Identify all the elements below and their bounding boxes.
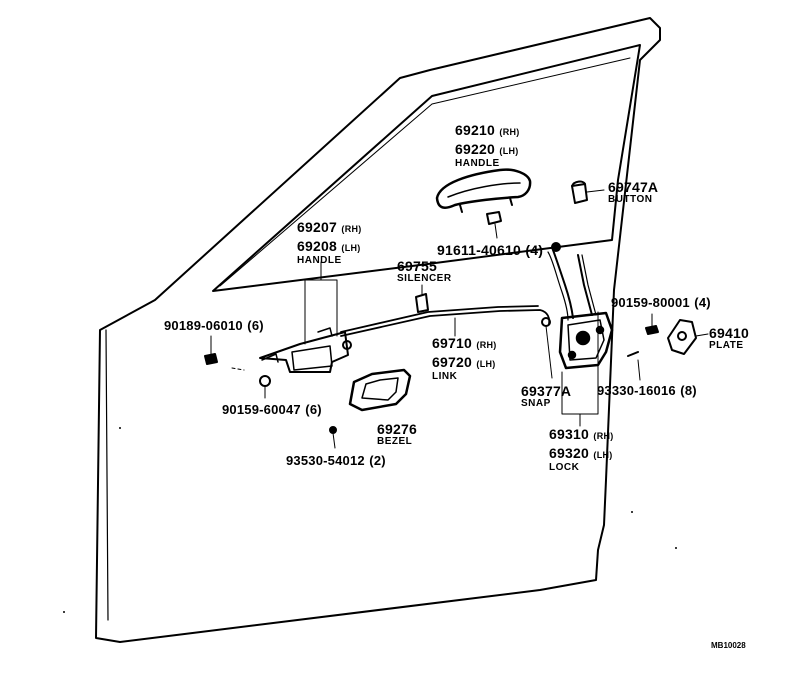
- part-number: 69710: [432, 335, 472, 351]
- side-lh: (LH): [593, 450, 613, 460]
- part-number: 69207: [297, 219, 337, 235]
- label-link: 69710 (RH) 69720 (LH) LINK: [432, 336, 497, 382]
- part-number: 69210: [455, 122, 495, 138]
- part-number: 69208: [297, 238, 337, 254]
- part-number: 69720: [432, 354, 472, 370]
- snap-clip: [541, 317, 553, 379]
- part-name: LOCK: [549, 462, 580, 473]
- quantity: (6): [247, 318, 264, 333]
- part-name: LINK: [432, 371, 458, 382]
- part-name: PLATE: [709, 340, 744, 351]
- part-name: BEZEL: [377, 436, 413, 447]
- window-opening: [212, 44, 641, 292]
- side-rh: (RH): [476, 340, 497, 350]
- part-number: 69410: [709, 325, 749, 341]
- part-name: SNAP: [521, 398, 551, 409]
- part-number: 90189-06010: [164, 318, 243, 333]
- figure-reference: MB10028: [711, 641, 746, 650]
- part-name: BUTTON: [608, 194, 653, 205]
- screw-93330: [627, 351, 641, 381]
- label-outside-handle: 69210 (RH) 69220 (LH) HANDLE: [455, 123, 520, 169]
- side-rh: (RH): [593, 431, 614, 441]
- label-screw-90159-60047: 90159-60047 (6): [222, 402, 322, 418]
- screw-90159-60047: [259, 375, 271, 399]
- part-number: 90159-60047: [222, 402, 301, 417]
- part-number: 93530-54012: [286, 453, 365, 468]
- label-screw-90159-80001: 90159-80001 (4): [611, 295, 711, 311]
- label-screw-90189: 90189-06010 (6): [164, 318, 264, 334]
- bezel-part: [348, 368, 412, 412]
- outside-handle: [435, 168, 532, 213]
- plate-part: [667, 319, 709, 355]
- lock-bracket: [561, 311, 599, 427]
- part-number: 91611-40610: [437, 242, 521, 258]
- inside-handle-bracket: [304, 261, 338, 345]
- button-part: [571, 180, 605, 204]
- quantity: (4): [694, 295, 711, 310]
- screw-93530: [329, 426, 337, 449]
- part-number: 69755: [397, 258, 437, 274]
- quantity: (2): [369, 453, 386, 468]
- part-number: 69310: [549, 426, 589, 442]
- part-number: 69377A: [521, 383, 572, 399]
- specks: [63, 427, 677, 613]
- label-silencer: 69755 SILENCER: [397, 259, 452, 284]
- part-name: SILENCER: [397, 273, 452, 284]
- part-number: 69320: [549, 445, 589, 461]
- side-lh: (LH): [476, 359, 496, 369]
- side-rh: (RH): [341, 224, 362, 234]
- part-number: 90159-80001: [611, 295, 690, 310]
- link-rod: [340, 305, 551, 337]
- inside-handle: [259, 327, 352, 373]
- side-lh: (LH): [499, 146, 519, 156]
- lock-rods: [547, 242, 597, 321]
- screw-90159-80001: [645, 313, 659, 335]
- label-plate: 69410 PLATE: [709, 326, 749, 351]
- side-rh: (RH): [499, 127, 520, 137]
- silencer-part: [415, 284, 429, 313]
- quantity: (8): [680, 383, 697, 398]
- door-outline: [95, 17, 661, 643]
- part-number: 69220: [455, 141, 495, 157]
- label-button: 69747A BUTTON: [608, 180, 658, 205]
- door-lock-assembly: [558, 311, 614, 370]
- label-inside-handle: 69207 (RH) 69208 (LH) HANDLE: [297, 220, 362, 266]
- screw-90189: [204, 335, 245, 371]
- label-bolt-91611: 91611-40610 (4): [437, 243, 543, 259]
- label-lock: 69310 (RH) 69320 (LH) LOCK: [549, 427, 614, 473]
- side-lh: (LH): [341, 243, 361, 253]
- label-screw-93330: 93330-16016 (8): [597, 383, 697, 399]
- part-number: 93330-16016: [597, 383, 676, 398]
- bolt-91611: [486, 211, 502, 239]
- part-number: 69276: [377, 421, 417, 437]
- label-snap: 69377A SNAP: [521, 384, 571, 409]
- label-screw-93530: 93530-54012 (2): [286, 453, 386, 469]
- quantity: (6): [305, 402, 322, 417]
- part-name: HANDLE: [297, 255, 342, 266]
- label-bezel: 69276 BEZEL: [377, 422, 417, 447]
- quantity: (4): [525, 242, 544, 258]
- part-number: 69747A: [608, 179, 659, 195]
- part-name: HANDLE: [455, 158, 500, 169]
